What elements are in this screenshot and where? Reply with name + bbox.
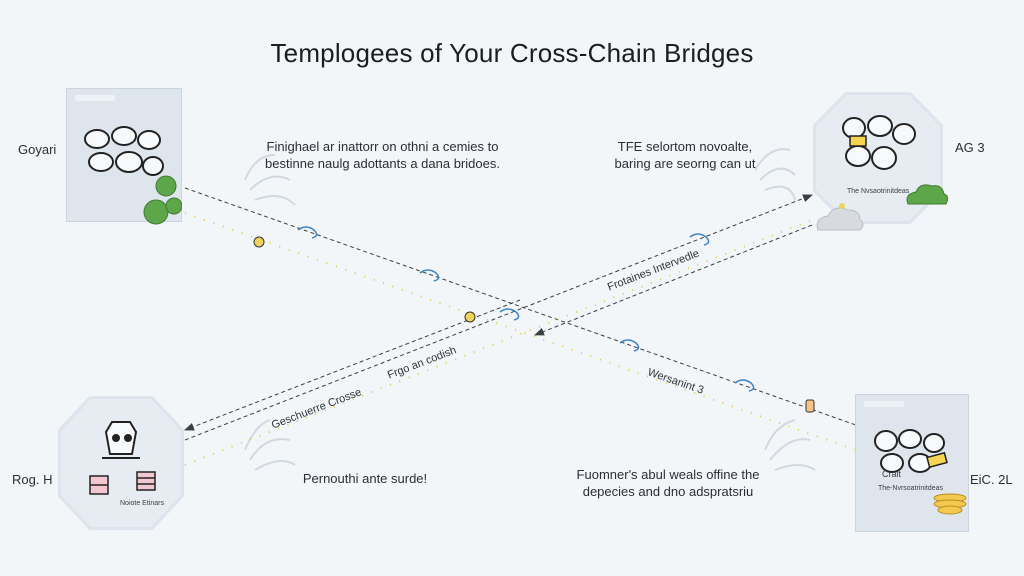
stack-icon — [89, 475, 109, 495]
node-dots — [253, 236, 815, 413]
hex-inner — [61, 399, 181, 527]
bridge-line-bl-tr-a — [184, 194, 813, 441]
network-mesh-icon — [842, 115, 916, 170]
link-icon — [689, 233, 710, 246]
caption-line: baring are seorng can ut — [614, 156, 756, 171]
leaf-icon — [143, 175, 182, 225]
corner-label-bottom-right: EiC. 2L — [970, 472, 1013, 487]
card-header-bar — [75, 95, 115, 101]
fern-decoration-left — [244, 154, 296, 206]
chain-card-top-left[interactable] — [66, 88, 182, 222]
bridge-line-mid — [184, 299, 521, 431]
link-icon — [619, 339, 640, 352]
chain-card-bottom-right[interactable]: Cralt The-Nvrsoatrinitdeas — [855, 394, 969, 532]
caption-top-left: Finighael ar inattorr on othni a cemies … — [250, 138, 515, 172]
link-icons — [297, 226, 755, 392]
card-subtitle: Cralt — [882, 469, 902, 479]
link-icon — [297, 226, 318, 239]
corner-label-top-right: AG 3 — [955, 140, 985, 155]
corner-label-bottom-left: Rog. H — [12, 472, 53, 487]
caption-line: bestinne naulg adottants a dana bridoes. — [265, 156, 500, 171]
card-subtitle: The-Nvrsoatrinitdeas — [878, 485, 943, 492]
bridge-line-tl-br-a — [184, 187, 871, 431]
cloud-icon — [906, 184, 949, 205]
caption-line: TFE selortom novoalte, — [617, 139, 753, 154]
caption-line: depecies and dno adspratsriu — [582, 484, 754, 499]
fern-decoration-right — [754, 148, 796, 201]
bridge-line-bl-tr-c — [184, 219, 813, 466]
network-mesh-icon — [84, 126, 164, 176]
server-icon — [136, 471, 156, 491]
caption-bottom-right: Fuomner's abul weals offine the depecies… — [568, 466, 768, 500]
page-title: Templogees of Your Cross-Chain Bridges — [270, 38, 754, 68]
card-header-bar — [864, 401, 904, 407]
node-token — [805, 399, 815, 413]
card-subtitle: Noiote Etinars — [120, 500, 164, 507]
caption-top-right: TFE selortom novoalte, baring are seorng… — [600, 138, 770, 172]
link-icon — [499, 308, 520, 321]
robot-node-icon — [102, 421, 140, 459]
caption-line: Finighael ar inattorr on othni a cemies … — [266, 139, 499, 154]
fern-decoration-bottom-right — [764, 419, 816, 471]
network-mesh-icon — [874, 429, 948, 473]
link-icon — [734, 379, 755, 392]
node-dot — [464, 311, 476, 323]
bridge-line-bl-tr-b — [534, 224, 813, 336]
caption-bottom-left: Pernouthi ante surde! — [302, 471, 428, 486]
storm-cloud-icon — [816, 203, 864, 231]
coin-stack-icon — [933, 493, 967, 515]
node-dot — [253, 236, 265, 248]
link-icon — [419, 269, 440, 282]
chain-node-bottom-left[interactable]: Noiote Etinars — [58, 396, 184, 530]
corner-label-top-left: Goyari — [18, 142, 57, 157]
caption-line: Fuomner's abul weals offine the — [576, 467, 760, 482]
fern-decoration-bottom-left — [244, 419, 296, 471]
card-subtitle: The Nvsaotrinitdeas — [847, 188, 910, 195]
chain-node-top-right[interactable]: The Nvsaotrinitdeas — [813, 92, 943, 224]
